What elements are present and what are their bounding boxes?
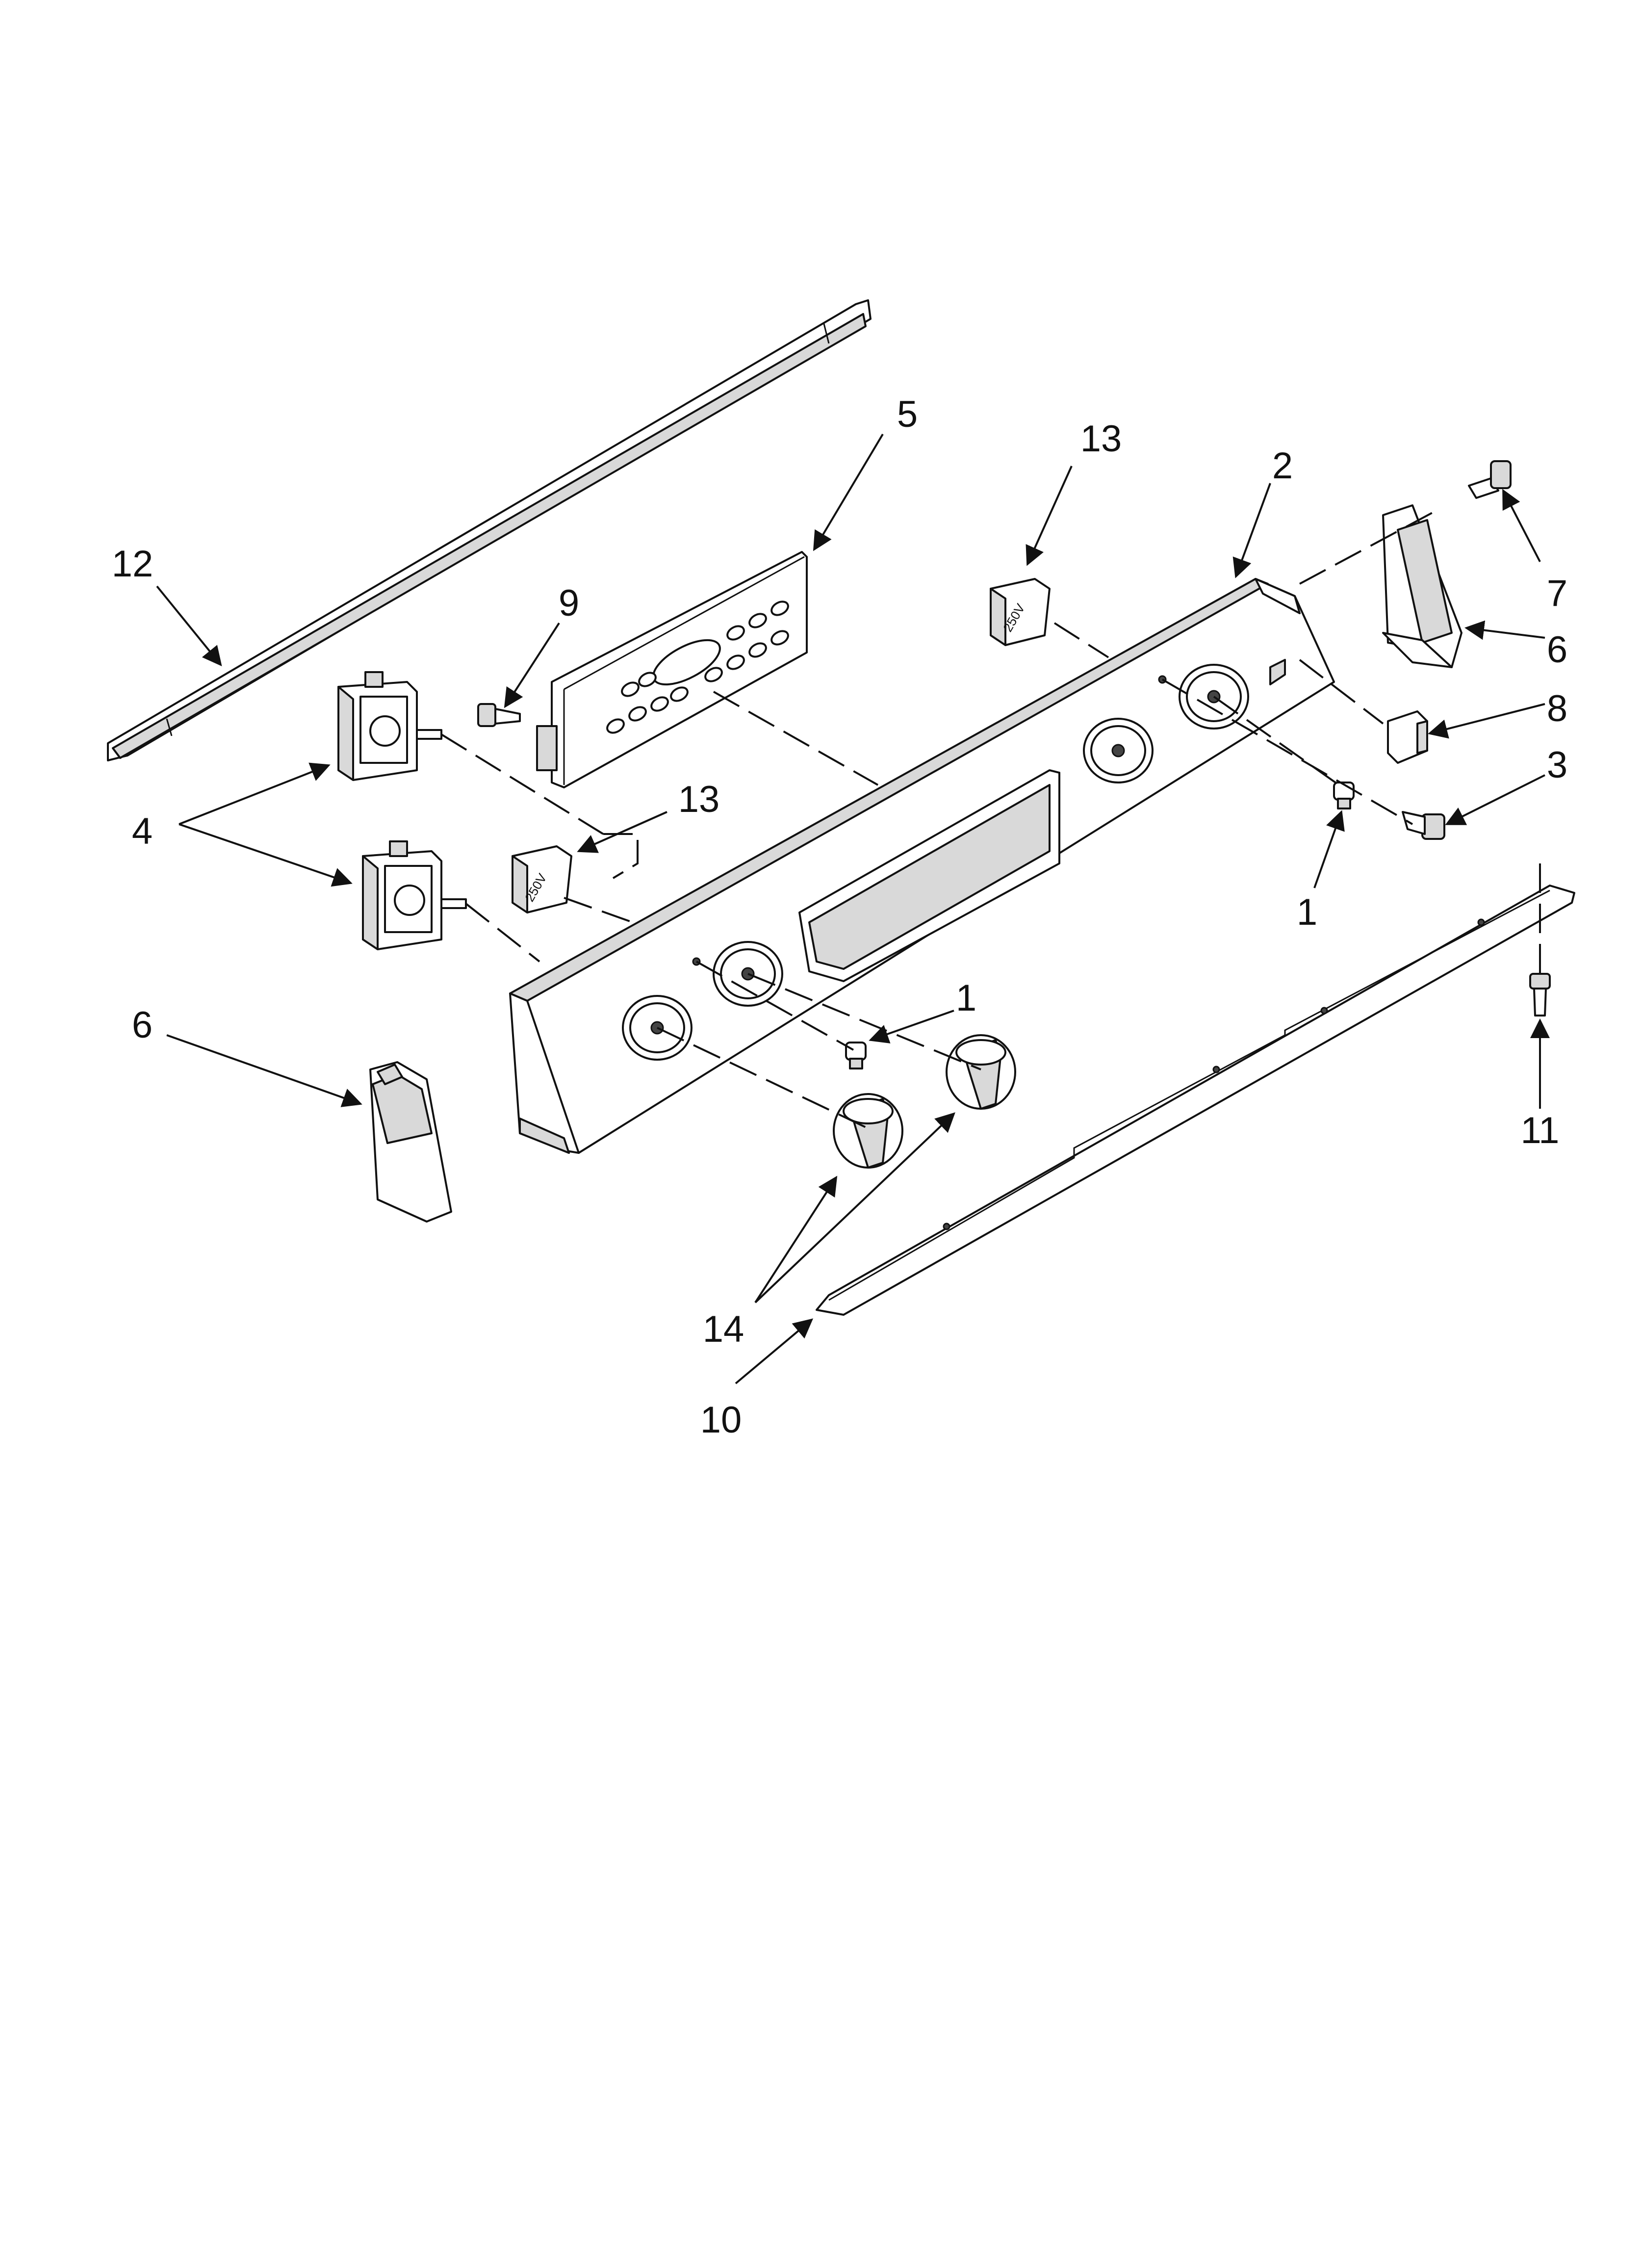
- callout-11: 11: [1521, 1110, 1560, 1151]
- board-screw: [477, 703, 521, 727]
- callout-13-upper: 13: [1080, 418, 1122, 460]
- callout-6-right: 6: [1547, 629, 1567, 671]
- callout-14: 14: [703, 1308, 744, 1350]
- callout-1-right: 1: [1297, 891, 1317, 933]
- electronic-control-board: [536, 551, 808, 788]
- infinite-switch-upper: [337, 671, 442, 781]
- assembly-lines: [440, 509, 1541, 1129]
- callout-10: 10: [700, 1399, 742, 1441]
- callout-12: 12: [112, 543, 154, 585]
- end-cap-screw: [1468, 460, 1512, 499]
- top-trim-strip: [107, 299, 872, 761]
- callout-9: 9: [559, 582, 579, 624]
- bottom-trim-strip: [816, 885, 1575, 1316]
- panel-screw: [1402, 811, 1445, 840]
- callout-13-lower: 13: [678, 779, 720, 820]
- callout-5: 5: [897, 393, 918, 435]
- push-button-right: [1333, 782, 1355, 809]
- callout-1-left: 1: [956, 977, 976, 1019]
- callout-8: 8: [1547, 688, 1567, 730]
- callout-2: 2: [1272, 445, 1293, 487]
- end-cap-left: [369, 1061, 452, 1223]
- leader-arrows: [156, 433, 1550, 1384]
- callout-6-left: 6: [132, 1004, 153, 1046]
- callout-3: 3: [1547, 744, 1567, 786]
- control-panel: [509, 578, 1335, 1154]
- control-knob-left: [833, 1093, 903, 1169]
- rocker-switch: [1387, 710, 1428, 764]
- control-knob-right: [946, 1034, 1016, 1110]
- callout-7: 7: [1547, 573, 1567, 614]
- infinite-switch-lower: [362, 840, 467, 950]
- signal-switch-lower: 250V: [512, 845, 572, 913]
- callout-4: 4: [132, 810, 153, 852]
- callout-labels: 5 13 2 7 6 8 3 1 9 12 4 13 6 1 14 10 11: [112, 393, 1567, 1441]
- end-cap-right: [1382, 504, 1462, 668]
- push-button-left: [845, 1042, 867, 1069]
- trim-screw: [1529, 973, 1551, 1017]
- signal-switch-upper: 250V: [990, 578, 1051, 646]
